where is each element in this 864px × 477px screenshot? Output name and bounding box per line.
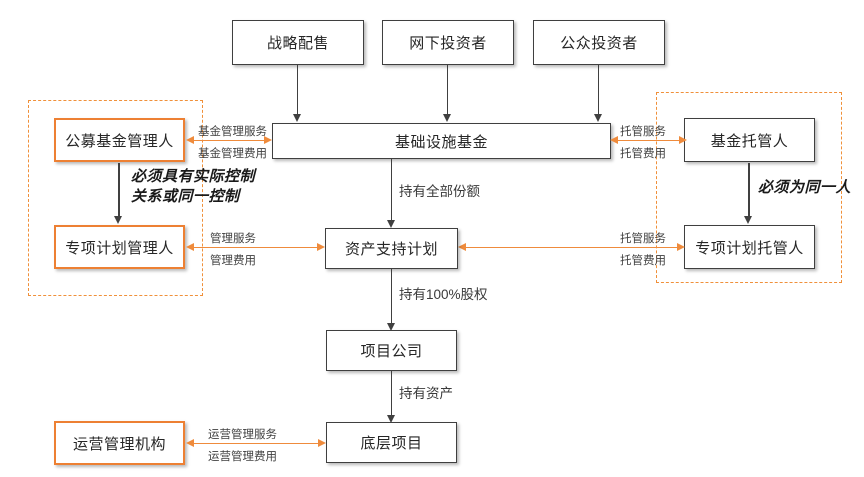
arrowhead-right-infra-fund <box>264 136 272 144</box>
edge-public-to-fund <box>598 65 600 115</box>
arrowhead-down-strategic <box>293 114 301 122</box>
node-special-plan-manager[interactable]: 专项计划管理人 <box>54 225 185 269</box>
edge-plan-manager-abs-plan <box>192 247 320 249</box>
label-custody-service-bottom: 托管服务 <box>620 233 666 245</box>
arrowhead-down-offline <box>443 114 451 122</box>
edge-operation-manager-underlying <box>192 443 321 445</box>
arrowhead-left-plan-manager <box>186 243 194 251</box>
node-fund-custodian[interactable]: 基金托管人 <box>684 118 815 162</box>
note-same-person: 必须为同一人 <box>758 179 852 196</box>
arrowhead-down-underlying-project <box>387 415 395 423</box>
arrowhead-right-abs-plan-left <box>317 243 325 251</box>
arrowhead-down-plan-custodian <box>744 216 752 224</box>
node-abs-plan[interactable]: 资产支持计划 <box>325 228 458 269</box>
label-mgmt-service: 管理服务 <box>210 233 256 245</box>
label-custody-fee-bottom: 托管费用 <box>620 255 666 267</box>
arrowhead-left-abs-plan-right <box>458 243 466 251</box>
node-label: 项目公司 <box>360 343 423 360</box>
edge-abs-plan-to-project-company <box>391 269 393 324</box>
edge-abs-plan-plan-custodian <box>464 247 680 249</box>
edge-infra-fund-custodian <box>616 140 682 142</box>
region-left-control-group <box>28 100 203 296</box>
node-label: 基金托管人 <box>710 132 789 150</box>
node-operation-manager[interactable]: 运营管理机构 <box>54 421 185 465</box>
node-label: 公募基金管理人 <box>65 132 174 150</box>
label-mgmt-fee: 管理费用 <box>210 255 256 267</box>
arrowhead-down-public <box>594 114 602 122</box>
edge-infra-fund-to-abs-plan <box>391 159 393 221</box>
node-public-fund-manager[interactable]: 公募基金管理人 <box>54 118 185 162</box>
label-hold-all-shares: 持有全部份额 <box>399 184 480 199</box>
node-label: 公众投资者 <box>560 35 638 52</box>
node-special-plan-custodian[interactable]: 专项计划托管人 <box>684 225 815 269</box>
edge-fund-custodian-to-plan-custodian <box>748 163 750 218</box>
node-infrastructure-fund[interactable]: 基础设施基金 <box>272 123 611 159</box>
arrowhead-down-abs-plan <box>387 220 395 228</box>
arrowhead-right-plan-custodian <box>677 243 685 251</box>
node-label: 基础设施基金 <box>394 133 488 151</box>
edge-project-company-to-underlying <box>391 371 393 416</box>
node-label: 战略配售 <box>266 35 329 52</box>
label-hold-100-equity: 持有100%股权 <box>399 287 488 302</box>
arrowhead-down-plan-manager <box>114 216 122 224</box>
node-label: 运营管理机构 <box>72 435 166 453</box>
node-label: 网下投资者 <box>409 35 487 52</box>
node-underlying-project[interactable]: 底层项目 <box>326 422 457 463</box>
label-hold-assets: 持有资产 <box>399 386 453 401</box>
arrowhead-right-underlying-project <box>318 439 326 447</box>
label-operation-fee: 运营管理费用 <box>208 451 277 463</box>
node-label: 专项计划管理人 <box>65 239 174 257</box>
node-project-company[interactable]: 项目公司 <box>326 330 457 371</box>
arrowhead-left-operation-manager <box>186 439 194 447</box>
edge-fund-manager-to-plan-manager <box>118 163 120 218</box>
arrowhead-right-fund-custodian <box>679 136 687 144</box>
region-right-custody-group <box>656 92 842 283</box>
edge-fund-manager-infra-fund <box>192 140 267 142</box>
label-fund-mgmt-service: 基金管理服务 <box>198 126 267 138</box>
note-control-relationship: 必须具有实际控制 关系或同一控制 <box>131 168 256 205</box>
edge-strategic-to-fund <box>297 65 299 115</box>
arrowhead-left-fund-manager <box>186 136 194 144</box>
node-offline-investor[interactable]: 网下投资者 <box>382 20 514 65</box>
node-strategic-placement[interactable]: 战略配售 <box>232 20 364 65</box>
node-label: 底层项目 <box>360 435 423 452</box>
node-label: 资产支持计划 <box>344 241 438 258</box>
node-label: 专项计划托管人 <box>695 239 804 257</box>
node-public-investor[interactable]: 公众投资者 <box>533 20 665 65</box>
arrowhead-left-infra-fund <box>610 136 618 144</box>
label-operation-service: 运营管理服务 <box>208 429 277 441</box>
edge-offline-to-fund <box>447 65 449 115</box>
label-fund-mgmt-fee: 基金管理费用 <box>198 148 267 160</box>
arrowhead-down-project-company <box>387 323 395 331</box>
label-custody-fee-top: 托管费用 <box>620 148 666 160</box>
label-custody-service-top: 托管服务 <box>620 126 666 138</box>
